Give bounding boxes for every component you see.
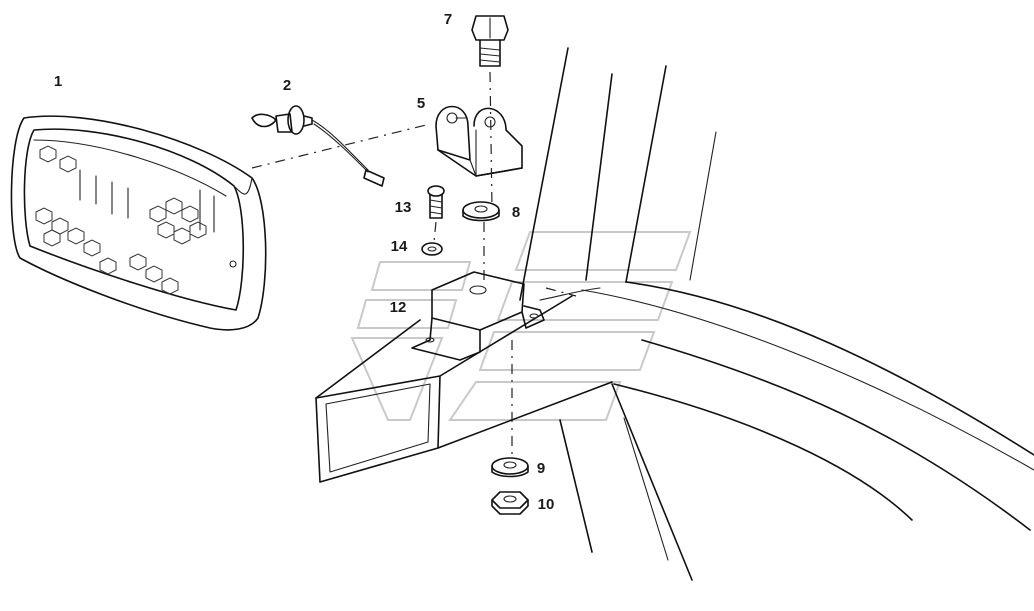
- washer-part-9: [491, 457, 529, 478]
- bulb-part-2: [251, 105, 385, 187]
- callout-13: 13: [395, 199, 412, 216]
- mounting-arm: [315, 287, 613, 483]
- lock-washer-part-14: [421, 242, 443, 256]
- screw-part-13: [427, 185, 445, 219]
- lamp-lens-pattern: [35, 145, 215, 295]
- work-lamp-part-1: [10, 115, 267, 331]
- callout-7: 7: [444, 11, 452, 28]
- cab-frame: [519, 47, 1034, 581]
- bolt-part-7: [471, 15, 509, 67]
- callout-1: 1: [54, 73, 62, 90]
- washer-part-8: [462, 201, 500, 222]
- callout-10: 10: [538, 496, 555, 513]
- callout-8: 8: [512, 204, 520, 221]
- callout-2: 2: [283, 77, 291, 94]
- mount-plate-part-12: [411, 271, 545, 361]
- callout-14: 14: [391, 238, 408, 255]
- assembly-lines: [251, 71, 577, 458]
- callout-9: 9: [537, 460, 545, 477]
- callout-labels: 1 2 5 7 8 9 10 12 13 14: [54, 11, 555, 513]
- callout-12: 12: [390, 299, 407, 316]
- nut-part-10: [491, 491, 529, 515]
- callout-5: 5: [417, 95, 425, 112]
- bracket-part-5: [435, 105, 523, 177]
- watermark-logo: [350, 231, 692, 421]
